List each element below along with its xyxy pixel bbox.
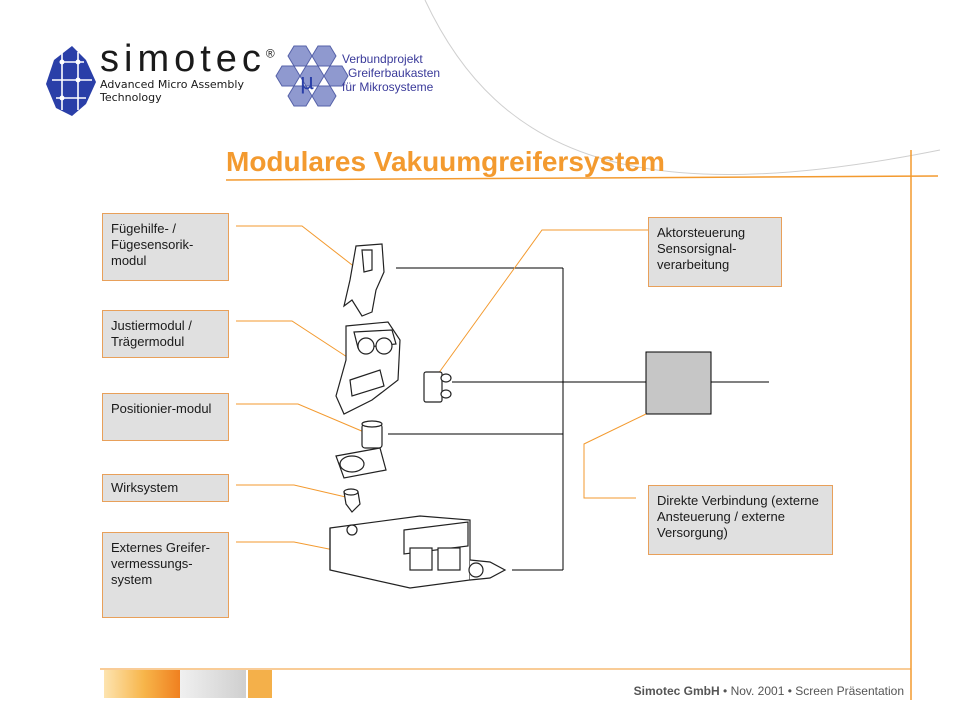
label-fuegehilfe-modul: Fügehilfe- / Fügesensorik-modul <box>102 213 229 281</box>
control-unit-box <box>645 351 712 415</box>
label-justiermodul: Justiermodul / Trägermodul <box>102 310 229 358</box>
partner-logo-text: Verbundprojekt Greiferbaukasten für Mikr… <box>342 52 440 94</box>
logo-wordmark: simotec® <box>100 38 280 81</box>
actuator-connector <box>423 371 452 403</box>
partner-hexagon-logo <box>275 45 349 107</box>
connection-lines <box>388 267 769 571</box>
footer-date: Nov. 2001 <box>730 684 785 698</box>
mu-symbol: µ <box>300 70 314 95</box>
footer-color-strip <box>104 670 272 698</box>
label-direkte-verbindung: Direkte Verbindung (externe Ansteuerung … <box>648 485 833 555</box>
footer-document: Screen Präsentation <box>795 684 904 698</box>
logo-tagline-line-1: Advanced Micro Assembly <box>100 78 244 91</box>
gripper-module-stack <box>329 243 507 589</box>
title-underline <box>225 175 939 181</box>
partner-line-1: Verbundprojekt <box>342 52 423 66</box>
footer-company: Simotec GmbH <box>633 684 720 698</box>
partner-line-2: Greiferbaukasten <box>348 66 441 80</box>
logo-tagline-line-2: Technology <box>100 91 162 104</box>
logo-wordmark-text: simotec <box>100 38 266 80</box>
partner-line-3: für Mikrosysteme <box>342 80 434 94</box>
logo-tagline: Advanced Micro Assembly Technology <box>100 78 244 104</box>
footer-text: Simotec GmbH • Nov. 2001 • Screen Präsen… <box>634 684 904 698</box>
footer-separator: • <box>787 684 792 698</box>
label-externes-greifervermessungssystem: Externes Greifer-vermessungs-system <box>102 532 229 618</box>
label-aktorsteuerung: Aktorsteuerung Sensorsignal-verarbeitung <box>648 217 782 287</box>
page-title: Modulares Vakuumgreifersystem <box>226 146 665 177</box>
label-positioniermodul: Positionier-modul <box>102 393 229 441</box>
label-wirksystem: Wirksystem <box>102 474 229 502</box>
decorative-arc <box>424 0 941 176</box>
simotec-logo-icon <box>46 46 96 116</box>
registered-mark: ® <box>265 46 280 61</box>
footer-separator: • <box>723 684 728 698</box>
